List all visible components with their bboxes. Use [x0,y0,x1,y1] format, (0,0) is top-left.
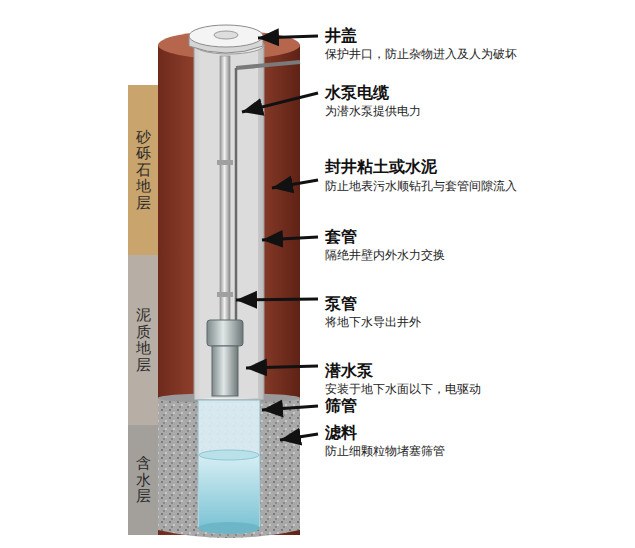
water-surface [199,450,259,460]
well-cap [189,25,263,47]
part-name: 水泵电缆 [325,83,389,102]
stratum-name: 泥质地层 [136,307,151,373]
part-note: 保护井口，防止杂物进入及人为破坏 [325,47,517,61]
part-name: 套管 [325,227,357,246]
casing-inner [200,50,258,398]
part-note: 防止细颗粒物堵塞筛管 [325,444,445,458]
leader-line [262,406,318,410]
part-name: 泵管 [325,294,357,313]
casing [194,45,264,400]
pump-body [212,346,238,396]
cable [235,68,238,322]
stratum-band: 砂砾石地层 [128,85,158,255]
cap-handle [214,31,238,39]
screen-bottom [198,522,260,534]
stratum-band: 含水层 [128,425,158,535]
part-name: 筛管 [325,396,357,415]
part-name: 封井粘土或水泥 [325,157,437,176]
pump-pipe [220,56,230,322]
leader-line [272,180,318,188]
screen [198,400,260,528]
leader-line [236,299,318,300]
part-name: 滤料 [325,423,357,442]
leader-line [258,36,318,38]
pump-head [207,320,243,346]
water [199,455,259,528]
filter-gravel [158,398,300,538]
stratum-name: 砂砾石地层 [136,129,151,212]
leader-line [280,434,318,440]
pipe-joint [217,160,233,165]
stratum-name: 含水层 [136,455,151,505]
leader-line [246,366,318,368]
part-name: 井盖 [325,26,357,45]
part-note: 隔绝井壁内外水力交换 [325,248,445,262]
part-note: 为潜水泵提供电力 [325,104,421,118]
part-note: 安装于地下水面以下，电驱动 [325,382,481,396]
pipe-joint [217,292,233,297]
cable-out [236,62,300,68]
leader-line [262,237,318,240]
part-note: 将地下水导出井外 [325,315,421,329]
part-note: 防止地表污水顺钻孔与套管间隙流入 [325,179,517,193]
leader-line [242,93,318,112]
part-name: 潜水泵 [325,361,373,380]
stratum-band: 泥质地层 [128,255,158,425]
